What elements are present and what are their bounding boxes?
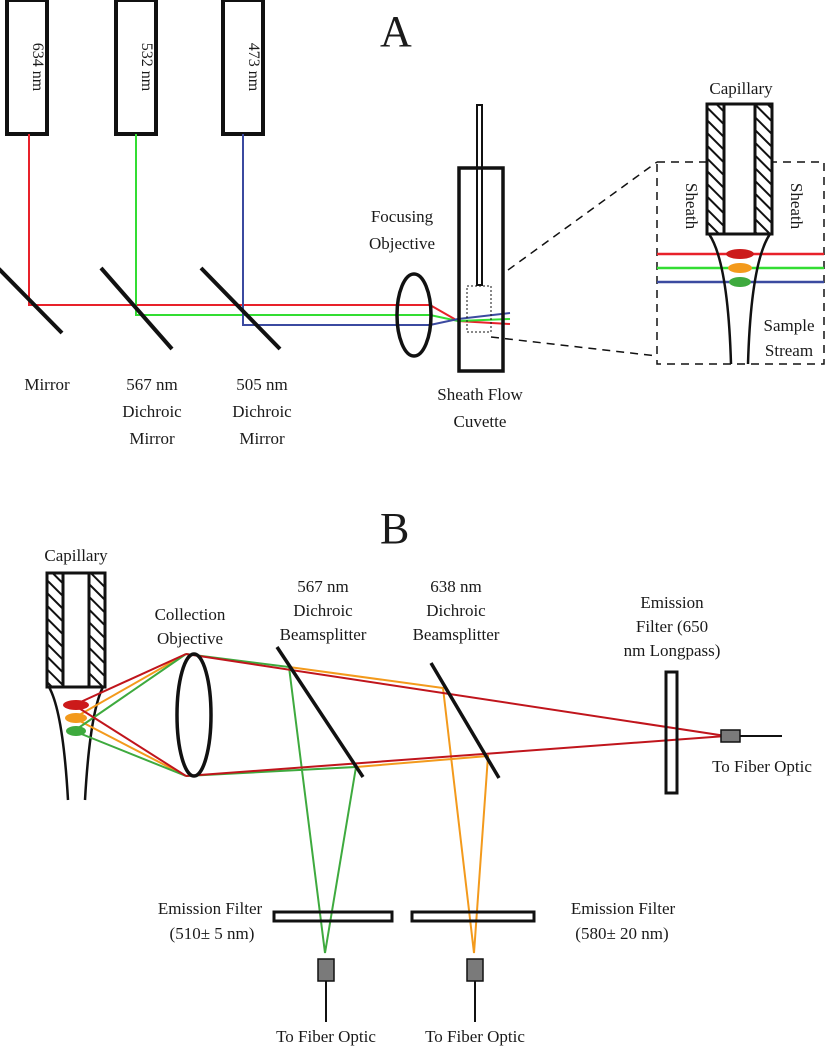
red-ray-b xyxy=(73,704,187,777)
beamsplitter-638-label-1: 638 nm xyxy=(430,577,481,596)
blue-beam xyxy=(242,134,511,326)
filter-510-label-2: (510± 5 nm) xyxy=(170,924,255,943)
orange-ray-b xyxy=(73,717,187,777)
zoom-line-bottom xyxy=(490,336,658,357)
emission-filter-650-label-2: Filter (650 xyxy=(636,617,708,636)
orange-ray-a xyxy=(73,653,187,719)
svg-text:Sheath: Sheath xyxy=(787,183,806,230)
collection-objective-lens xyxy=(175,652,213,778)
svg-text:473 nm: 473 nm xyxy=(245,43,262,92)
panel-a-letter: A xyxy=(380,7,412,56)
sheath-flow-cuvette xyxy=(457,104,505,373)
emission-filter-510 xyxy=(272,910,394,923)
emission-filter-650-label-3: nm Longpass) xyxy=(624,641,721,660)
emission-filter-650-label-1: Emission xyxy=(640,593,704,612)
collection-objective-label-2: Objective xyxy=(157,629,223,648)
capillary-b xyxy=(45,571,107,801)
capillary-b-label: Capillary xyxy=(44,546,108,565)
mirror xyxy=(0,267,64,335)
red-beam xyxy=(28,134,511,325)
beamsplitter-567-label-3: Beamsplitter xyxy=(280,625,367,644)
laser-634: 634 nm xyxy=(5,0,49,136)
fiber-left-label: To Fiber Optic xyxy=(276,1027,376,1046)
beamsplitter-638-label-2: Dichroic xyxy=(426,601,486,620)
orange-branch xyxy=(288,666,490,954)
beamsplitter-567-label-2: Dichroic xyxy=(293,601,353,620)
fiber-connector-middle xyxy=(466,958,484,1022)
green-beam xyxy=(135,134,511,323)
focusing-objective-lens xyxy=(395,272,433,358)
dichroic-mirror-505 xyxy=(199,266,282,351)
dichroic-567-label-3: Mirror xyxy=(129,429,175,448)
focusing-objective-label-2: Objective xyxy=(369,234,435,253)
dichroic-505-label-1: 505 nm xyxy=(236,375,287,394)
panel-a-labels: Mirror 567 nm Dichroic Mirror 505 nm Dic… xyxy=(24,207,523,448)
green-ray-a xyxy=(73,653,187,732)
red-ray-a xyxy=(73,653,187,706)
svg-text:Sample: Sample xyxy=(764,316,815,335)
laser-532: 532 nm xyxy=(114,0,158,136)
fiber-middle-label: To Fiber Optic xyxy=(425,1027,525,1046)
green-ray-b xyxy=(73,730,187,777)
panel-b-labels: Capillary Collection Objective 567 nm Di… xyxy=(44,546,812,1046)
fiber-connector-right xyxy=(720,729,782,743)
dichroic-567-label-2: Dichroic xyxy=(122,402,182,421)
capillary-inset: Capillary Sheath Sheath Sample Stream xyxy=(656,79,825,365)
filter-510-label-1: Emission Filter xyxy=(158,899,263,918)
dichroic-567-label-1: 567 nm xyxy=(126,375,177,394)
cuvette-label-1: Sheath Flow xyxy=(437,385,523,404)
svg-text:532 nm: 532 nm xyxy=(138,43,155,92)
zoom-line-top xyxy=(507,161,658,271)
beamsplitter-567 xyxy=(275,646,365,778)
filter-580-label-2: (580± 20 nm) xyxy=(575,924,668,943)
panel-b-letter: B xyxy=(380,504,409,553)
laser-beams-a xyxy=(28,134,511,326)
svg-text:Sheath: Sheath xyxy=(682,183,701,230)
green-branch xyxy=(185,653,358,954)
svg-text:Stream: Stream xyxy=(765,341,813,360)
longpass-filter xyxy=(664,670,679,795)
beamsplitter-567-label-1: 567 nm xyxy=(297,577,348,596)
dichroic-505-label-3: Mirror xyxy=(239,429,285,448)
dichroic-505-label-2: Dichroic xyxy=(232,402,292,421)
collection-objective-label-1: Collection xyxy=(155,605,226,624)
emission-filter-580 xyxy=(410,910,536,923)
red-top xyxy=(185,653,727,737)
filter-580-label-1: Emission Filter xyxy=(571,899,676,918)
sample-drops-b xyxy=(63,700,89,736)
beamsplitter-638-label-3: Beamsplitter xyxy=(413,625,500,644)
emission-rays xyxy=(73,653,727,954)
mirror-label: Mirror xyxy=(24,375,70,394)
dichroic-mirror-567 xyxy=(99,266,174,351)
beamsplitter-638 xyxy=(429,662,501,779)
svg-text:Capillary: Capillary xyxy=(709,79,773,98)
svg-text:634 nm: 634 nm xyxy=(29,43,46,92)
fiber-right-label: To Fiber Optic xyxy=(712,757,812,776)
cuvette-label-2: Cuvette xyxy=(454,412,507,431)
laser-473: 473 nm xyxy=(221,0,265,136)
fiber-connector-left xyxy=(317,958,335,1022)
red-bottom xyxy=(185,735,727,777)
focusing-objective-label-1: Focusing xyxy=(371,207,434,226)
